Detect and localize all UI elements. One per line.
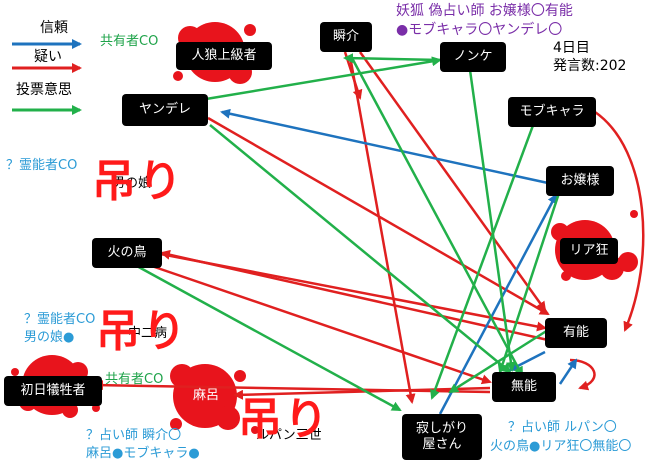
hanged-mark-lupin: 吊り xyxy=(238,394,330,445)
chuuni-label: 中二病 xyxy=(128,326,168,341)
node-yandere: ヤンデレ xyxy=(122,94,208,126)
legend-trust-label: 信頼 xyxy=(40,20,68,36)
node-nonke: ノンケ xyxy=(440,42,506,72)
hanged-mark-otokonoko: 吊り xyxy=(92,156,184,207)
kyoyu-co-bottom: 共有者CO xyxy=(105,372,164,387)
node-shonichi: 初日犠牲者 xyxy=(4,376,102,406)
node-maro: 麻呂 xyxy=(192,387,219,403)
vote-arrows xyxy=(134,53,562,412)
node-shunsuke: 瞬介 xyxy=(320,22,372,52)
reinou-co-left-1: ？霊能者CO xyxy=(24,312,96,327)
uranai-right-2: 火の鳥●リア狂〇無能〇 xyxy=(490,439,632,454)
hanged-mark-chuuni: 吊り xyxy=(96,306,188,357)
kyoyu-co-top: 共有者CO xyxy=(100,34,159,49)
day-counter: 4日目 xyxy=(553,40,590,56)
node-mob: モブキャラ xyxy=(508,97,596,127)
legend-vote-label: 投票意思 xyxy=(16,82,72,98)
doubt-arrows xyxy=(93,51,645,404)
reinou-co-left-2: 男の娘● xyxy=(24,330,75,345)
node-riajuu: リア狂 xyxy=(560,238,618,264)
uranai-left-2: 麻呂●モブキャラ● xyxy=(86,446,200,461)
node-ojousama: お嬢様 xyxy=(546,166,614,196)
uranai-left-1: ？占い師 瞬介〇 xyxy=(86,428,182,443)
post-count: 発言数:202 xyxy=(553,58,627,74)
legend-doubt-label: 疑い xyxy=(34,49,62,65)
fox-info-line2: ●モブキャラ〇ヤンデレ〇 xyxy=(396,22,563,38)
fox-info-line1: 妖狐 偽占い師 お嬢様〇有能 xyxy=(396,3,573,19)
blood-splat-maro xyxy=(170,364,259,434)
node-jinro: 人狼上級者 xyxy=(176,42,272,70)
reinou-co-top: ？霊能者CO xyxy=(6,158,78,173)
node-yuunou: 有能 xyxy=(545,318,607,348)
uranai-right-1: ？占い師 ルパン〇 xyxy=(508,420,617,435)
lupin-label: ルパン三世 xyxy=(256,428,322,443)
node-munou: 無能 xyxy=(492,372,556,402)
node-sabishigari: 寂しがり 屋さん xyxy=(402,414,482,460)
otokonoko-label: 男の娘 xyxy=(112,176,152,191)
node-hinotori: 火の鳥 xyxy=(92,238,162,268)
